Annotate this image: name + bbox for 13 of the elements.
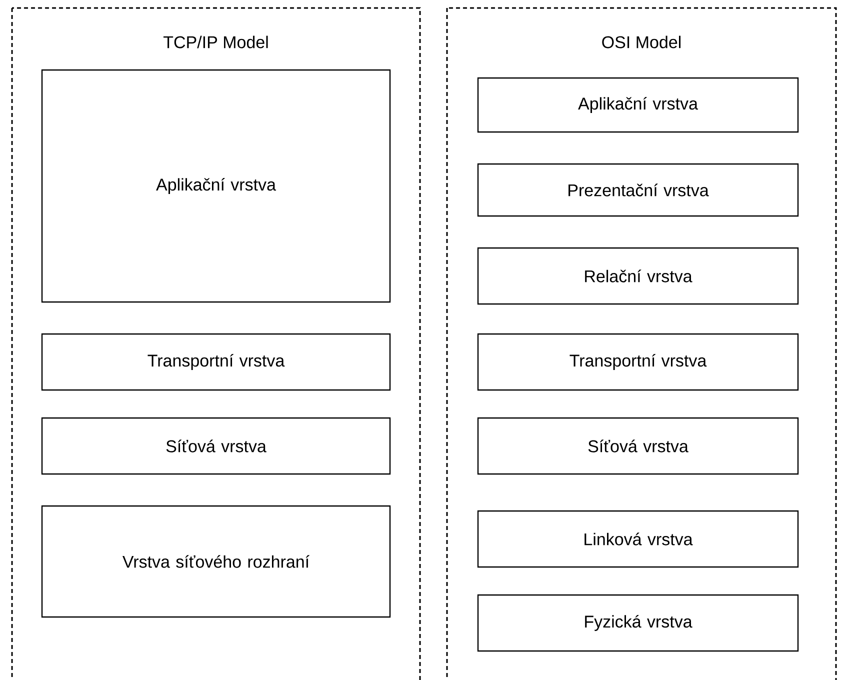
layer-box: Síťová vrstva: [477, 417, 799, 475]
layer-box: Linková vrstva: [477, 510, 799, 568]
layer-box: Fyzická vrstva: [477, 594, 799, 652]
layer-box: Vrstva síťového rozhraní: [41, 505, 391, 618]
frame-title: OSI Model: [602, 36, 680, 48]
frame-title: TCP/IP Model: [163, 36, 268, 48]
layer-box: Prezentační vrstva: [477, 163, 799, 217]
layer-box: Transportní vrstva: [477, 333, 799, 391]
layer-box: Aplikační vrstva: [41, 69, 391, 303]
layer-box: Relační vrstva: [477, 247, 799, 305]
layer-box: Síťová vrstva: [41, 417, 391, 475]
layer-box: Transportní vrstva: [41, 333, 391, 391]
layer-box: Aplikační vrstva: [477, 77, 799, 133]
